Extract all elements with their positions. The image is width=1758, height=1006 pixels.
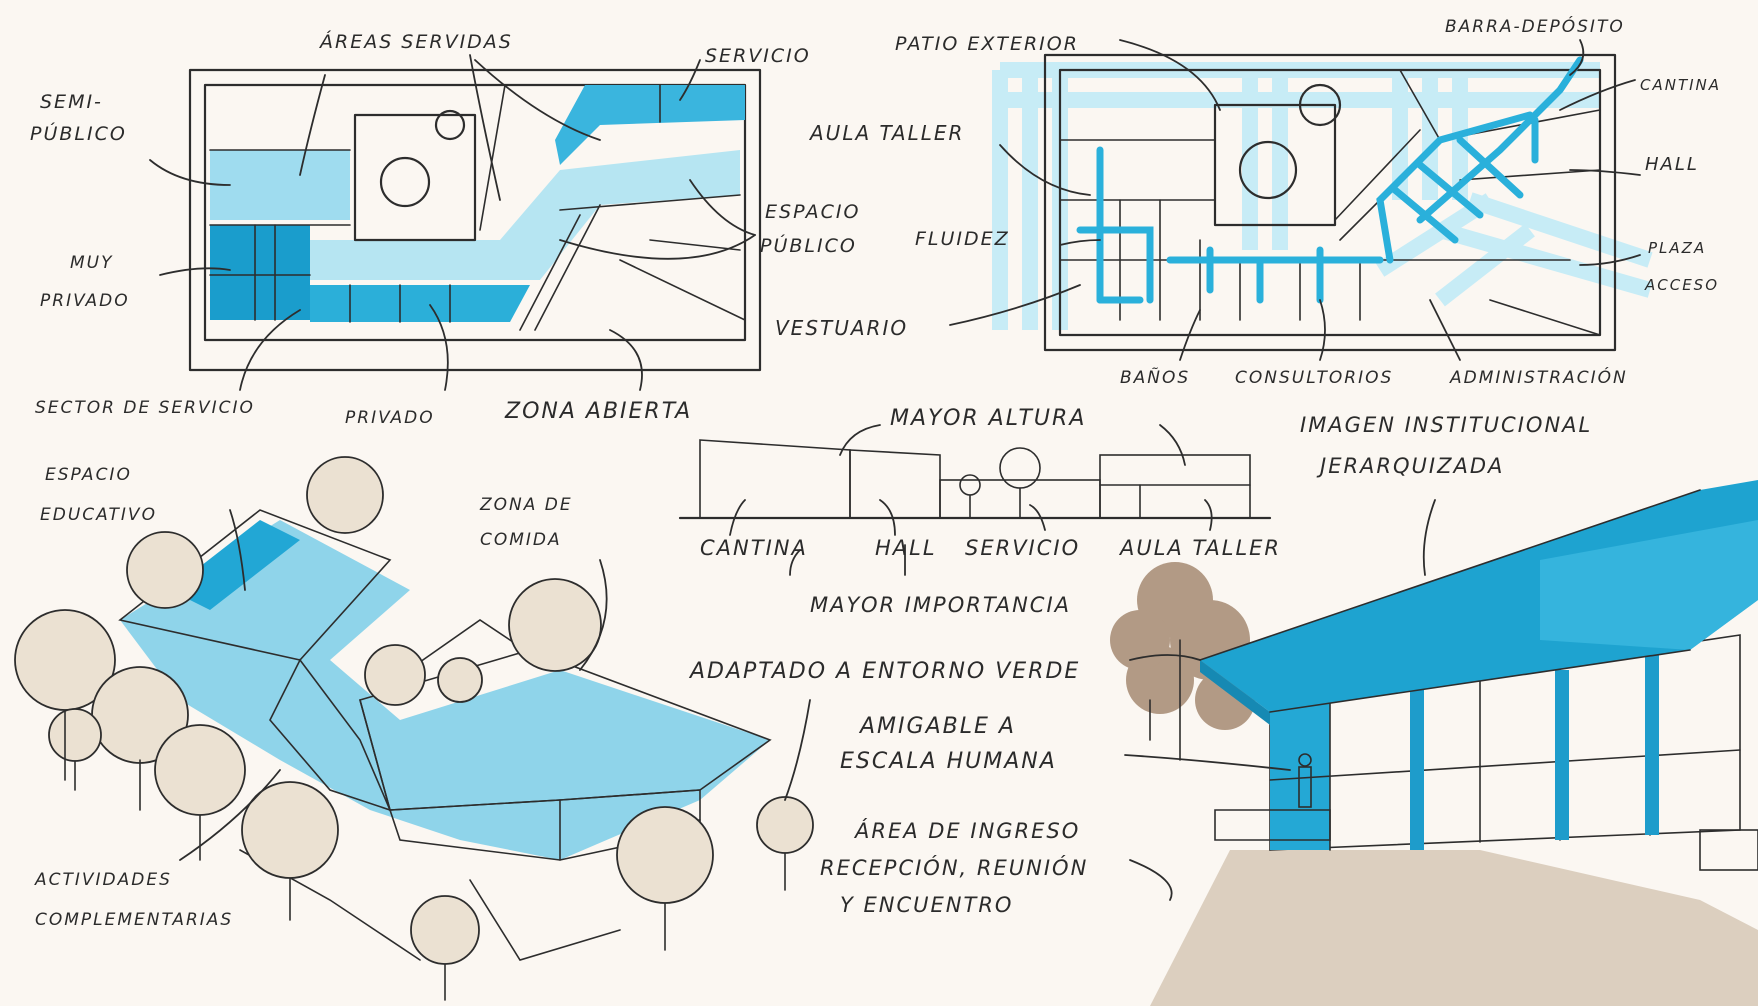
public-zone: [310, 150, 740, 280]
column-2: [1555, 670, 1569, 840]
label-semi-publico: PÚBLICO: [30, 121, 127, 145]
label-aula-taller: AULA TALLER: [808, 121, 964, 145]
side-window: [1700, 830, 1758, 870]
label-servicio: SERVICIO: [705, 45, 811, 67]
elevation-block-hall: [850, 450, 940, 518]
very-private-zone: [210, 225, 310, 320]
label-area-ingreso: ÁREA DE INGRESO: [853, 818, 1080, 843]
label-amigable: AMIGABLE A: [858, 714, 1016, 739]
semi-public-zone: [210, 150, 350, 220]
label-plaza: PLAZA: [1648, 239, 1706, 257]
entrance-ground: [1150, 850, 1758, 1006]
zoning-plan: ÁREAS SERVIDAS SERVICIO SEMI- PÚBLICO ES…: [30, 30, 860, 428]
label-sector-servicio: SECTOR DE SERVICIO: [35, 398, 255, 418]
label-elev-cantina: CANTINA: [700, 536, 808, 560]
central-courtyard: [355, 115, 475, 240]
label-muy-privado: PRIVADO: [40, 291, 130, 311]
label-consultorios: CONSULTORIOS: [1235, 368, 1393, 388]
label-acceso: ACCESO: [1644, 276, 1719, 294]
label-patio-exterior: PATIO EXTERIOR: [895, 33, 1079, 55]
background-trees: [1110, 562, 1255, 730]
label-vestuario: VESTUARIO: [775, 316, 908, 340]
flow-plan-inner-outline: [1060, 70, 1600, 335]
label-cantina: CANTINA: [1640, 76, 1721, 94]
courtyard-tree-circle: [381, 158, 429, 206]
label-comida: COMIDA: [480, 530, 562, 550]
label-elev-hall: HALL: [875, 536, 937, 560]
label-banos: BAÑOS: [1120, 366, 1190, 388]
label-jerarquizada: JERARQUIZADA: [1316, 454, 1504, 478]
label-educativo: EDUCATIVO: [40, 505, 157, 525]
label-encuentro: Y ENCUENTRO: [840, 893, 1013, 917]
label-semi: SEMI-: [40, 91, 103, 113]
label-barra-deposito: BARRA-DEPÓSITO: [1445, 15, 1625, 37]
flow-plan: PATIO EXTERIOR BARRA-DEPÓSITO CANTINA AU…: [775, 15, 1721, 388]
label-elev-servicio: SERVICIO: [965, 536, 1080, 560]
label-areas-servidas: ÁREAS SERVIDAS: [318, 30, 513, 53]
label-espacio: ESPACIO: [45, 465, 132, 485]
label-adaptado: ADAPTADO A ENTORNO VERDE: [688, 659, 1080, 684]
elevation-block-aula: [1100, 455, 1250, 518]
entrance-door-dark: [1270, 700, 1330, 850]
elevation-tree-small: [960, 475, 980, 495]
label-espacio-publico: PÚBLICO: [760, 233, 857, 257]
label-elev-aula-taller: AULA TALLER: [1118, 536, 1281, 560]
label-complementarias: COMPLEMENTARIAS: [35, 910, 233, 930]
axonometric: ESPACIO EDUCATIVO ZONA DE COMIDA ACTIVID…: [15, 457, 813, 1000]
label-administracion: ADMINISTRACIÓN: [1449, 366, 1628, 388]
private-zone: [310, 285, 530, 322]
label-mayor-importancia: MAYOR IMPORTANCIA: [810, 593, 1071, 617]
label-actividades: ACTIVIDADES: [34, 870, 172, 890]
elevation-block-cantina: [700, 440, 850, 518]
column-3: [1645, 655, 1659, 835]
column-1: [1410, 690, 1424, 850]
label-zona-abierta: ZONA ABIERTA: [504, 399, 692, 424]
label-privado: PRIVADO: [345, 408, 435, 428]
label-imagen-institucional: IMAGEN INSTITUCIONAL: [1300, 413, 1592, 437]
label-recepcion: RECEPCIÓN, REUNIÓN: [820, 855, 1088, 880]
label-escala-humana: ESCALA HUMANA: [840, 749, 1057, 774]
label-hall: HALL: [1645, 154, 1699, 175]
label-mayor-altura: MAYOR ALTURA: [890, 406, 1086, 431]
label-muy: MUY: [70, 253, 114, 273]
label-zona-de: ZONA DE: [479, 495, 573, 515]
perspective-view: IMAGEN INSTITUCIONAL JERARQUIZADA ADAPTA…: [688, 413, 1758, 1006]
label-espacio: ESPACIO: [765, 201, 860, 223]
label-fluidez: FLUIDEZ: [915, 228, 1010, 250]
elevation-tree-large: [1000, 448, 1040, 488]
